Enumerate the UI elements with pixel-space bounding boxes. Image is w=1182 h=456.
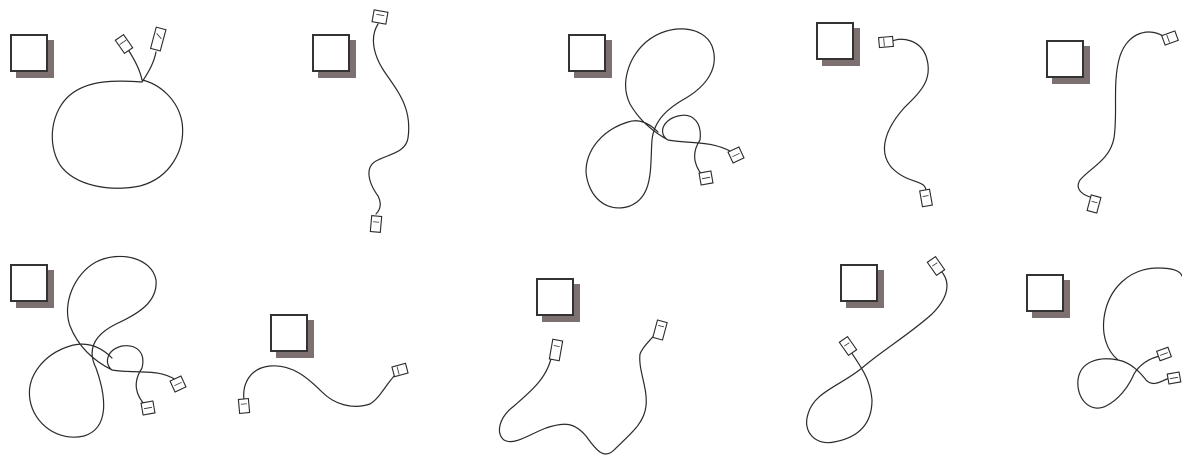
cable-with-plugs-icon	[780, 0, 1010, 228]
cable-with-plugs-icon	[1010, 0, 1182, 228]
cable-option-5	[1010, 0, 1182, 228]
cable-with-plugs-icon	[490, 0, 780, 228]
cable-with-plugs-icon	[1010, 228, 1182, 456]
cable-with-plugs-icon	[780, 228, 1010, 456]
cable-with-plugs-icon	[490, 228, 780, 456]
cable-option-6	[0, 228, 230, 456]
cable-with-plugs-icon	[230, 228, 490, 456]
cable-with-plugs-icon	[230, 0, 490, 228]
cable-option-4	[780, 0, 1010, 228]
cable-with-plugs-icon	[0, 0, 230, 228]
cable-option-9	[780, 228, 1010, 456]
cable-option-7	[230, 228, 490, 456]
cable-option-2	[230, 0, 490, 228]
cable-option-1	[0, 0, 230, 228]
cable-with-plugs-icon	[0, 228, 230, 456]
cable-option-10	[1010, 228, 1182, 456]
cable-option-8	[490, 228, 780, 456]
cable-option-3	[490, 0, 780, 228]
